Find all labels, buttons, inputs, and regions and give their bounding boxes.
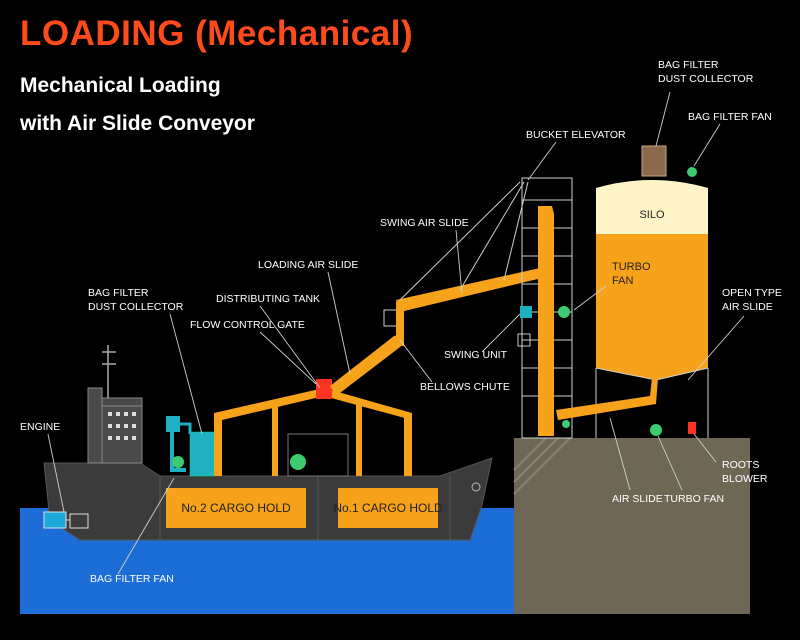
- silo-turbo-fan: [650, 424, 662, 436]
- silo-bag-filter-fan: [687, 167, 697, 177]
- loading-air-slide-label: LOADING AIR SLIDE: [258, 259, 358, 271]
- cargo-hold-2: [166, 488, 306, 528]
- ship-bag-filter-pipe: [170, 432, 186, 472]
- cargo-hold-1-label: No.1 CARGO HOLD: [333, 501, 443, 515]
- air-slide-fan: [562, 420, 570, 428]
- bellows-chute: [396, 302, 404, 346]
- cargo-hold-2-label: No.2 CARGO HOLD: [181, 501, 291, 515]
- bag-filter-ship-label-2: DUST COLLECTOR: [88, 301, 184, 313]
- loading-air-slide: [330, 334, 404, 396]
- bucket-elevator-label: BUCKET ELEVATOR: [526, 129, 626, 141]
- bucket-elevator: [538, 206, 554, 436]
- distributing-tank-label: DISTRIBUTING TANK: [216, 293, 320, 305]
- swing-unit-label: SWING UNIT: [444, 349, 508, 361]
- bag-filter-top-label-2: DUST COLLECTOR: [658, 73, 754, 85]
- pier-hatching: [513, 437, 571, 495]
- swing-unit: [517, 333, 531, 347]
- bellows-chute-label: BELLOWS CHUTE: [420, 381, 510, 393]
- ship-bag-filter: [189, 431, 215, 477]
- turbo-fan-bottom-label: TURBO FAN: [664, 493, 724, 505]
- open-type-label-1: OPEN TYPE: [722, 287, 782, 299]
- ship-superstructure: [87, 387, 143, 464]
- silo-air-slide: [556, 378, 658, 420]
- engine: [43, 511, 89, 529]
- bridge-windows: [108, 412, 136, 440]
- ship-bag-filter-hood: [166, 416, 180, 432]
- subtitle-line-1: Mechanical Loading: [20, 74, 221, 97]
- swing-air-slide: [396, 268, 542, 312]
- anchor-hawse: [471, 482, 481, 492]
- swing-air-slide-cables: [399, 181, 529, 301]
- swing-unit-motor: [520, 306, 532, 318]
- roots-blower-label-1: ROOTS: [722, 459, 759, 471]
- silo-label: SILO: [639, 209, 665, 221]
- flow-control-gate: [316, 379, 332, 399]
- swing-air-slide-label: SWING AIR SLIDE: [380, 217, 469, 229]
- flow-control-gate-label: FLOW CONTROL GATE: [190, 319, 305, 331]
- ship-mast: [102, 345, 116, 398]
- silo-bag-filter: [641, 145, 667, 177]
- page-title: LOADING (Mechanical): [20, 14, 414, 53]
- subtitle-line-2: with Air Slide Conveyor: [20, 112, 255, 135]
- engine-label: ENGINE: [20, 421, 60, 433]
- bag-filter-fan-bottom-label: BAG FILTER FAN: [90, 573, 174, 585]
- pier: [514, 438, 750, 614]
- air-slide-label: AIR SLIDE: [612, 493, 663, 505]
- turbo-fan-silo-label-2: FAN: [612, 275, 633, 287]
- bag-filter-fan-top-label: BAG FILTER FAN: [688, 111, 772, 123]
- bag-filter-ship-label-1: BAG FILTER: [88, 287, 149, 299]
- bag-filter-top-label-1: BAG FILTER: [658, 59, 719, 71]
- roots-blower: [688, 422, 696, 434]
- open-type-label-2: AIR SLIDE: [722, 301, 773, 313]
- leader-lines: [47, 91, 745, 575]
- elevator-turbo-fan: [558, 306, 570, 318]
- turbo-fan-silo-label-1: TURBO: [612, 261, 651, 273]
- ship-bag-filter-fan: [172, 456, 184, 468]
- deck-turbo-fan: [290, 454, 306, 470]
- roots-blower-label-2: BLOWER: [722, 473, 768, 485]
- distributing-frame: [214, 388, 412, 477]
- silo: [595, 180, 709, 438]
- ship-bag-filter-duct: [180, 422, 192, 434]
- cargo-hold-1: [338, 488, 438, 528]
